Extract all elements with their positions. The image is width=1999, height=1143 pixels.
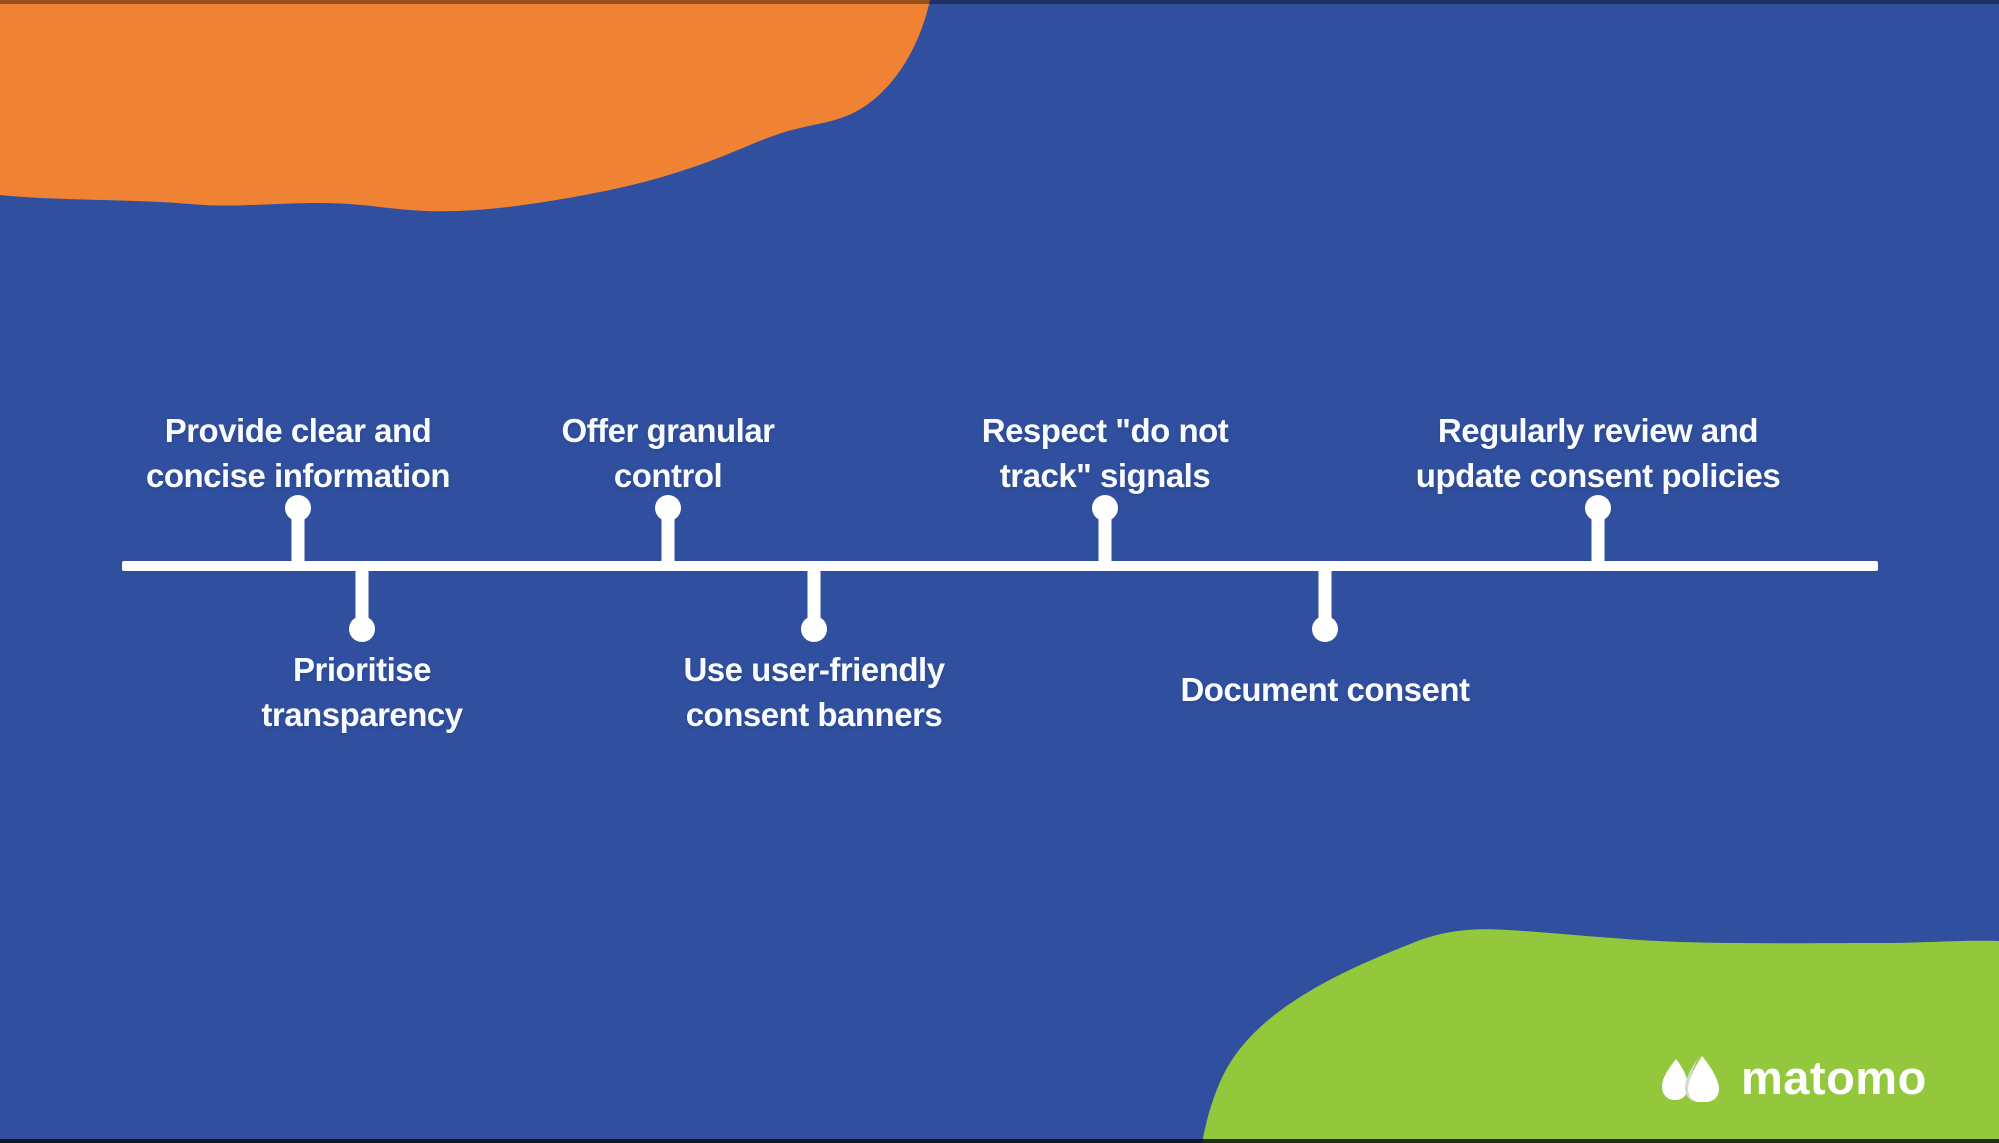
- matomo-logo-icon: [1662, 1056, 1719, 1102]
- timeline-marker-stem: [291, 508, 305, 568]
- timeline-item-label: Provide clear and concise information: [145, 412, 451, 494]
- timeline-marker-stem: [355, 564, 369, 630]
- timeline-item-label: Respect "do not track" signals: [981, 412, 1229, 494]
- green-blob: [1202, 929, 1999, 1143]
- timeline-marker-stem: [1591, 508, 1605, 568]
- timeline-line: [122, 561, 1878, 571]
- timeline-marker-stem: [1318, 564, 1332, 630]
- timeline-marker-dot: [349, 616, 375, 642]
- timeline-marker-stem: [661, 508, 675, 568]
- timeline-item-label: Document consent: [1180, 671, 1470, 708]
- timeline-item-label: Offer granular control: [561, 412, 775, 494]
- timeline-marker-dot: [801, 616, 827, 642]
- timeline-marker-stem: [1098, 508, 1112, 568]
- timeline-item-label: Regularly review and update consent poli…: [1415, 412, 1781, 494]
- timeline-marker-stem: [807, 564, 821, 630]
- timeline-item-label: Prioritise transparency: [261, 651, 463, 733]
- timeline-marker-dot: [1312, 616, 1338, 642]
- timeline-item-label: Use user-friendly consent banners: [683, 651, 945, 733]
- matomo-logo: matomo: [1660, 1052, 1927, 1104]
- orange-blob: [0, 0, 930, 212]
- matomo-wordmark: matomo: [1741, 1051, 1927, 1104]
